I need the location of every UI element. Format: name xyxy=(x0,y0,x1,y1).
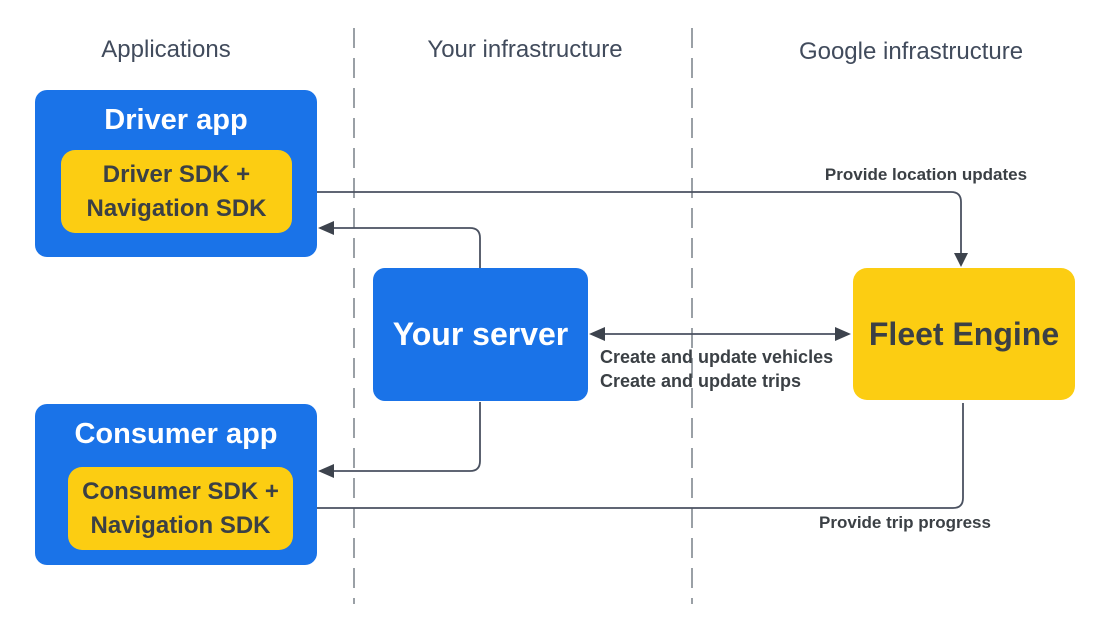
node-fleet-engine: Fleet Engine xyxy=(853,268,1075,400)
node-driver-sdk: Driver SDK + Navigation SDK xyxy=(61,150,292,233)
arrowhead-into-fleet-engine xyxy=(954,253,968,267)
node-your-server: Your server xyxy=(373,268,588,401)
driver-sdk-line1: Driver SDK + xyxy=(102,160,251,188)
driver-app-title: Driver app xyxy=(104,104,248,136)
your-server-title: Your server xyxy=(392,316,569,352)
arrow-server-to-driver-app xyxy=(333,227,481,268)
arrow-provide-location-updates xyxy=(292,191,962,254)
label-create-update-vehicles: Create and update vehicles xyxy=(600,347,834,367)
arrowhead-into-fleet-engine-left xyxy=(835,327,851,341)
arrow-provide-trip-progress xyxy=(308,403,964,509)
arrowhead-into-consumer-app xyxy=(318,464,334,478)
consumer-sdk-line1: Consumer SDK + xyxy=(82,477,279,505)
label-create-and-update: Create and update vehicles Create and up… xyxy=(600,345,833,393)
driver-sdk-line2: Navigation SDK xyxy=(86,194,267,222)
label-provide-location-updates: Provide location updates xyxy=(824,165,1028,184)
label-create-update-trips: Create and update trips xyxy=(600,371,802,391)
fleet-engine-title: Fleet Engine xyxy=(868,315,1060,352)
label-provide-trip-progress: Provide trip progress xyxy=(819,513,991,532)
consumer-app-title: Consumer app xyxy=(74,418,278,450)
arrow-server-to-consumer-app xyxy=(333,402,481,472)
consumer-sdk-line2: Navigation SDK xyxy=(90,511,271,539)
column-header-your-infrastructure: Your infrastructure xyxy=(427,36,623,63)
arrowhead-into-your-server xyxy=(589,327,605,341)
arrowhead-into-driver-app xyxy=(318,221,334,235)
column-header-applications: Applications xyxy=(101,36,231,63)
node-consumer-sdk: Consumer SDK + Navigation SDK xyxy=(68,467,293,550)
column-header-google-infrastructure: Google infrastructure xyxy=(798,38,1024,65)
